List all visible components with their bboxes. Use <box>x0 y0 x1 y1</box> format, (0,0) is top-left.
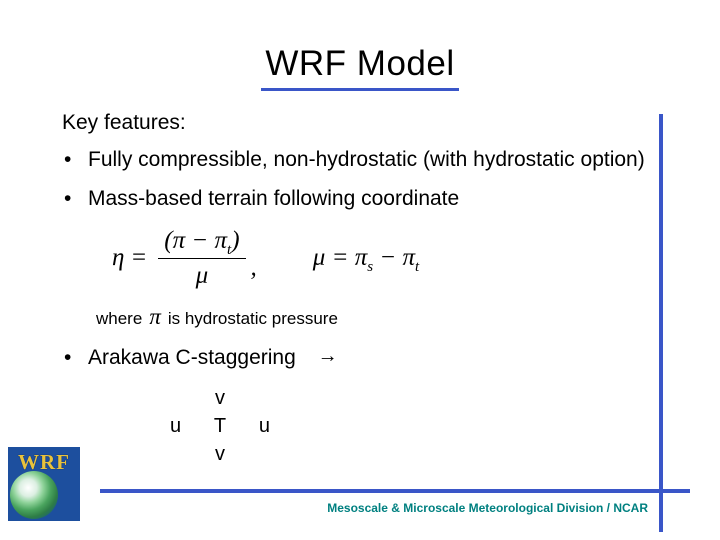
right-arrow-icon: → <box>317 345 338 368</box>
c-grid-v-top: v <box>215 386 225 409</box>
horizontal-divider-line <box>100 489 690 493</box>
subscript-s: s <box>367 259 374 276</box>
bullet-mass-coordinate-text: Mass-based terrain following coordinate <box>88 186 460 210</box>
pi-symbol: π <box>354 244 368 272</box>
bullet-compressible-text: Fully compressible, non-hydrostatic (wit… <box>88 147 645 171</box>
fraction-denominator: μ <box>196 259 209 290</box>
mu-symbol: μ <box>195 261 209 289</box>
where-pre-text: where <box>96 308 143 328</box>
pi-symbol: π <box>402 244 416 272</box>
fraction-numerator: (π − πt) <box>158 226 246 259</box>
mu-symbol: μ <box>312 244 326 272</box>
key-features-label: Key features: <box>62 111 186 134</box>
vertical-divider-line <box>659 114 663 532</box>
bullet-marker: • <box>64 147 72 171</box>
c-grid-u-right: u <box>258 414 270 437</box>
title-underline <box>261 88 459 91</box>
title-block: WRF Model <box>0 44 720 91</box>
pi-symbol: π <box>172 226 186 254</box>
comma: , <box>250 253 257 281</box>
equals-sign: = <box>130 244 148 272</box>
bullet-marker: • <box>64 346 72 370</box>
c-grid-diagram: v u T u v <box>162 384 278 468</box>
pi-symbol: π <box>149 303 161 329</box>
slide-title: WRF Model <box>265 44 455 83</box>
c-grid-middle-row: u T u <box>162 412 278 440</box>
subscript-t: t <box>227 241 232 258</box>
wrf-logo: WRF <box>8 447 80 521</box>
c-grid-u-left: u <box>170 414 182 437</box>
bullet-arakawa-text: Arakawa C-staggering <box>88 346 296 370</box>
eta-equation: η = (π − πt) μ , μ = πs − πt <box>112 227 654 290</box>
c-grid-v-bottom: v <box>215 442 225 465</box>
c-grid-t: T <box>213 414 227 437</box>
bullet-mass-coordinate: • Mass-based terrain following coordinat… <box>62 186 654 213</box>
globe-icon <box>10 471 58 519</box>
wrf-logo-text: WRF <box>18 450 70 474</box>
equals-sign: = <box>331 244 349 272</box>
bullet-compressible: • Fully compressible, non-hydrostatic (w… <box>62 147 654 174</box>
bullet-arakawa: • Arakawa C-staggering → <box>62 345 654 372</box>
minus-sign: − <box>379 244 397 272</box>
pi-symbol: π <box>214 226 228 254</box>
footer-credit: Mesoscale & Microscale Meteorological Di… <box>327 501 648 515</box>
minus-sign: − <box>191 226 209 254</box>
fraction: (π − πt) μ <box>158 226 246 290</box>
slide-body: Key features: • Fully compressible, non-… <box>62 110 654 468</box>
subscript-t: t <box>415 259 420 276</box>
bullet-marker: • <box>64 186 72 210</box>
eta-symbol: η <box>112 244 125 272</box>
where-post-text: is hydrostatic pressure <box>167 308 338 328</box>
mu-equation: μ = πs − πt <box>312 242 420 276</box>
